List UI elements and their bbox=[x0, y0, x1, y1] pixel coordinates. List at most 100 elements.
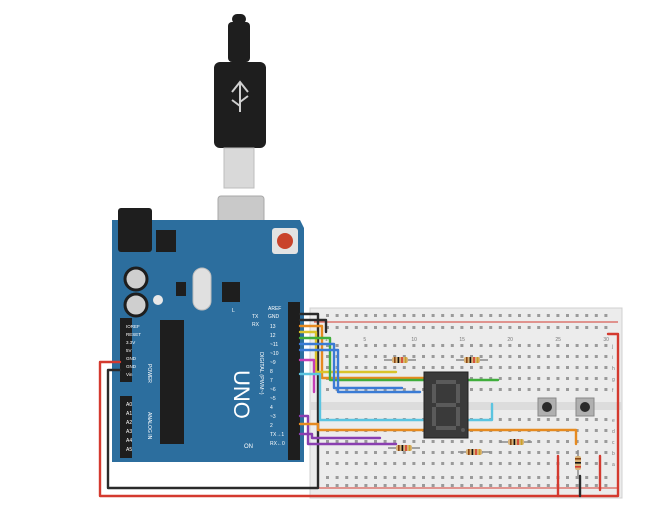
breadboard-hole bbox=[604, 451, 608, 454]
breadboard-hole bbox=[354, 366, 358, 369]
breadboard-hole bbox=[498, 344, 502, 347]
breadboard-hole bbox=[498, 326, 502, 329]
breadboard-hole bbox=[508, 418, 512, 421]
breadboard-hole bbox=[470, 462, 473, 465]
breadboard-hole bbox=[566, 344, 569, 347]
breadboard-hole bbox=[518, 377, 521, 380]
breadboard-hole bbox=[460, 355, 464, 358]
breadboard-hole bbox=[470, 484, 473, 487]
wire-orange-13 bbox=[298, 324, 430, 380]
breadboard-hole bbox=[518, 314, 521, 317]
power-pin-label: GND bbox=[126, 356, 137, 361]
resistor bbox=[500, 439, 532, 445]
breadboard-hole bbox=[335, 451, 339, 454]
digital-pin-label: ~5 bbox=[270, 396, 276, 402]
breadboard-hole bbox=[556, 440, 560, 443]
breadboard-hole bbox=[441, 344, 445, 347]
breadboard-hole bbox=[345, 355, 349, 358]
breadboard-hole bbox=[431, 314, 435, 317]
breadboard-hole bbox=[412, 344, 416, 347]
breadboard-hole bbox=[546, 377, 550, 380]
breadboard-hole bbox=[556, 388, 560, 391]
breadboard-hole bbox=[585, 476, 589, 479]
breadboard-hole bbox=[364, 476, 368, 479]
breadboard-hole bbox=[374, 366, 377, 369]
breadboard-hole bbox=[402, 355, 406, 358]
breadboard-hole bbox=[326, 326, 329, 329]
breadboard-hole bbox=[470, 366, 473, 369]
breadboard-hole bbox=[489, 344, 493, 347]
breadboard-hole bbox=[335, 440, 339, 443]
breadboard-hole bbox=[537, 314, 541, 317]
breadboard-hole bbox=[479, 326, 483, 329]
breadboard-hole bbox=[326, 451, 329, 454]
breadboard-hole bbox=[364, 484, 368, 487]
column-number: 20 bbox=[507, 337, 513, 343]
breadboard-hole bbox=[585, 355, 589, 358]
breadboard-hole bbox=[383, 355, 387, 358]
breadboard-hole bbox=[585, 462, 589, 465]
breadboard-hole bbox=[422, 451, 425, 454]
breadboard-hole bbox=[527, 476, 531, 479]
breadboard-hole bbox=[412, 326, 416, 329]
digital-pin-label: RX←0 bbox=[270, 441, 285, 447]
breadboard-hole bbox=[508, 366, 512, 369]
breadboard-hole bbox=[460, 476, 464, 479]
breadboard-hole bbox=[604, 429, 608, 432]
breadboard-hole bbox=[441, 366, 445, 369]
breadboard-hole bbox=[450, 451, 454, 454]
breadboard-hole bbox=[479, 484, 483, 487]
breadboard-hole bbox=[556, 344, 560, 347]
power-pin-label: Vin bbox=[126, 372, 133, 377]
breadboard-hole bbox=[604, 326, 608, 329]
resistor bbox=[456, 357, 488, 363]
led-label-rx: RX bbox=[252, 322, 260, 328]
breadboard-hole bbox=[326, 484, 329, 487]
push-button-2[interactable] bbox=[575, 397, 595, 417]
breadboard-hole bbox=[450, 326, 454, 329]
breadboard-hole bbox=[354, 440, 358, 443]
breadboard-hole bbox=[326, 355, 329, 358]
breadboard-hole bbox=[393, 314, 397, 317]
wire-blue-10 bbox=[298, 342, 404, 390]
breadboard-hole bbox=[470, 314, 473, 317]
breadboard-hole bbox=[422, 440, 425, 443]
breadboard-hole bbox=[594, 476, 598, 479]
breadboard-hole bbox=[383, 314, 387, 317]
breadboard-hole bbox=[489, 451, 493, 454]
breadboard-hole bbox=[479, 377, 483, 380]
breadboard-hole bbox=[537, 366, 541, 369]
breadboard-hole bbox=[374, 314, 377, 317]
breadboard-hole bbox=[489, 314, 493, 317]
breadboard-hole bbox=[546, 355, 550, 358]
column-number: 10 bbox=[411, 337, 417, 343]
row-letter: a bbox=[612, 462, 615, 468]
reset-button-icon[interactable] bbox=[272, 228, 298, 254]
breadboard-hole bbox=[326, 388, 329, 391]
breadboard-hole bbox=[431, 355, 435, 358]
breadboard-hole bbox=[335, 314, 339, 317]
row-letter: j bbox=[611, 344, 613, 350]
breadboard-hole bbox=[460, 484, 464, 487]
breadboard-hole bbox=[489, 388, 493, 391]
breadboard-hole bbox=[450, 344, 454, 347]
digital-pin-label: ~3 bbox=[270, 414, 276, 420]
breadboard-hole bbox=[470, 377, 473, 380]
breadboard-hole bbox=[460, 314, 464, 317]
push-button-1[interactable] bbox=[537, 397, 557, 417]
breadboard-hole bbox=[345, 462, 349, 465]
breadboard-hole bbox=[556, 355, 560, 358]
breadboard-hole bbox=[575, 418, 579, 421]
breadboard-hole bbox=[402, 462, 406, 465]
breadboard-hole bbox=[518, 476, 521, 479]
breadboard-hole bbox=[594, 326, 598, 329]
breadboard-hole bbox=[335, 462, 339, 465]
breadboard-hole bbox=[393, 344, 397, 347]
breadboard-hole bbox=[489, 484, 493, 487]
breadboard-hole bbox=[604, 344, 608, 347]
breadboard-hole bbox=[460, 366, 464, 369]
breadboard-hole bbox=[422, 476, 425, 479]
analog-pin-label: A5 bbox=[126, 447, 132, 453]
led-label-tx: TX bbox=[252, 314, 259, 320]
wire-black-gnd bbox=[106, 312, 320, 490]
